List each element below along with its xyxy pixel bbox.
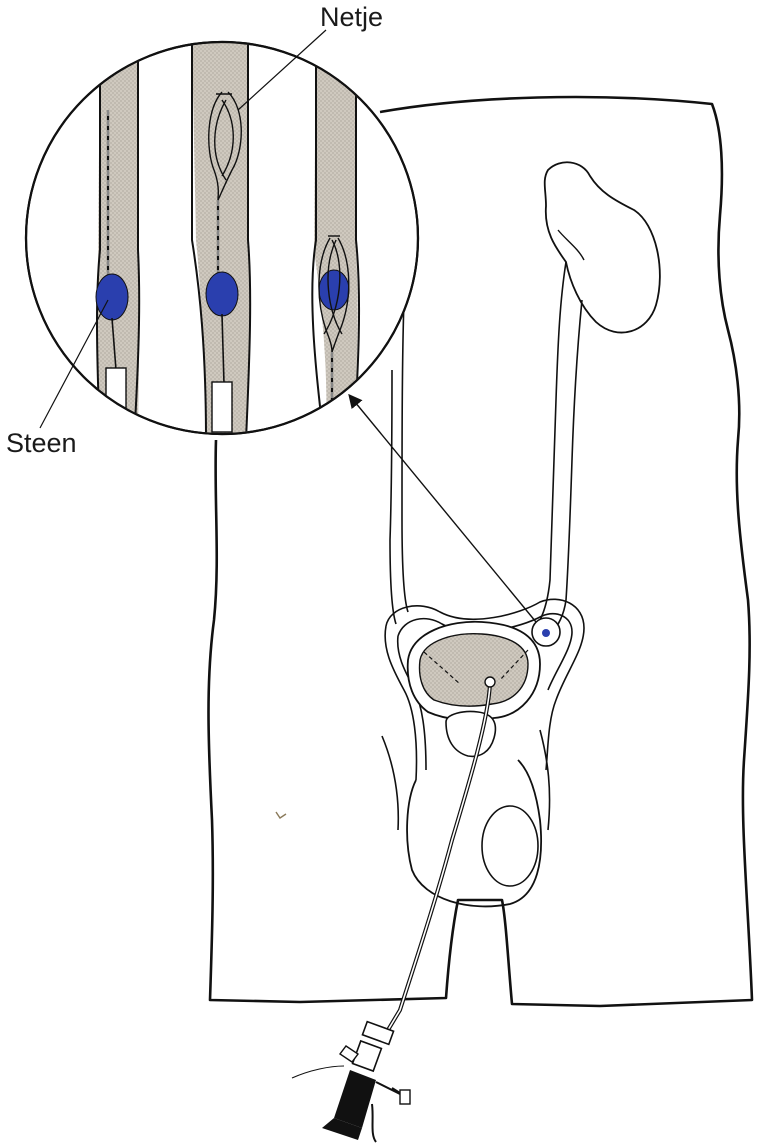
stone-2 [206,272,238,316]
cystoscope [292,1022,410,1142]
prostate [446,711,495,756]
testis [482,806,538,886]
stone-3 [319,270,349,310]
bladder-lumen [420,634,528,706]
stone-label: Steen [6,430,77,457]
detail-arrow [350,396,536,622]
zoom-detail [26,40,418,440]
ureter-left [390,370,396,624]
kidney-shape [545,162,660,332]
ureter-right [540,262,566,620]
net-label: Netje [320,4,383,31]
